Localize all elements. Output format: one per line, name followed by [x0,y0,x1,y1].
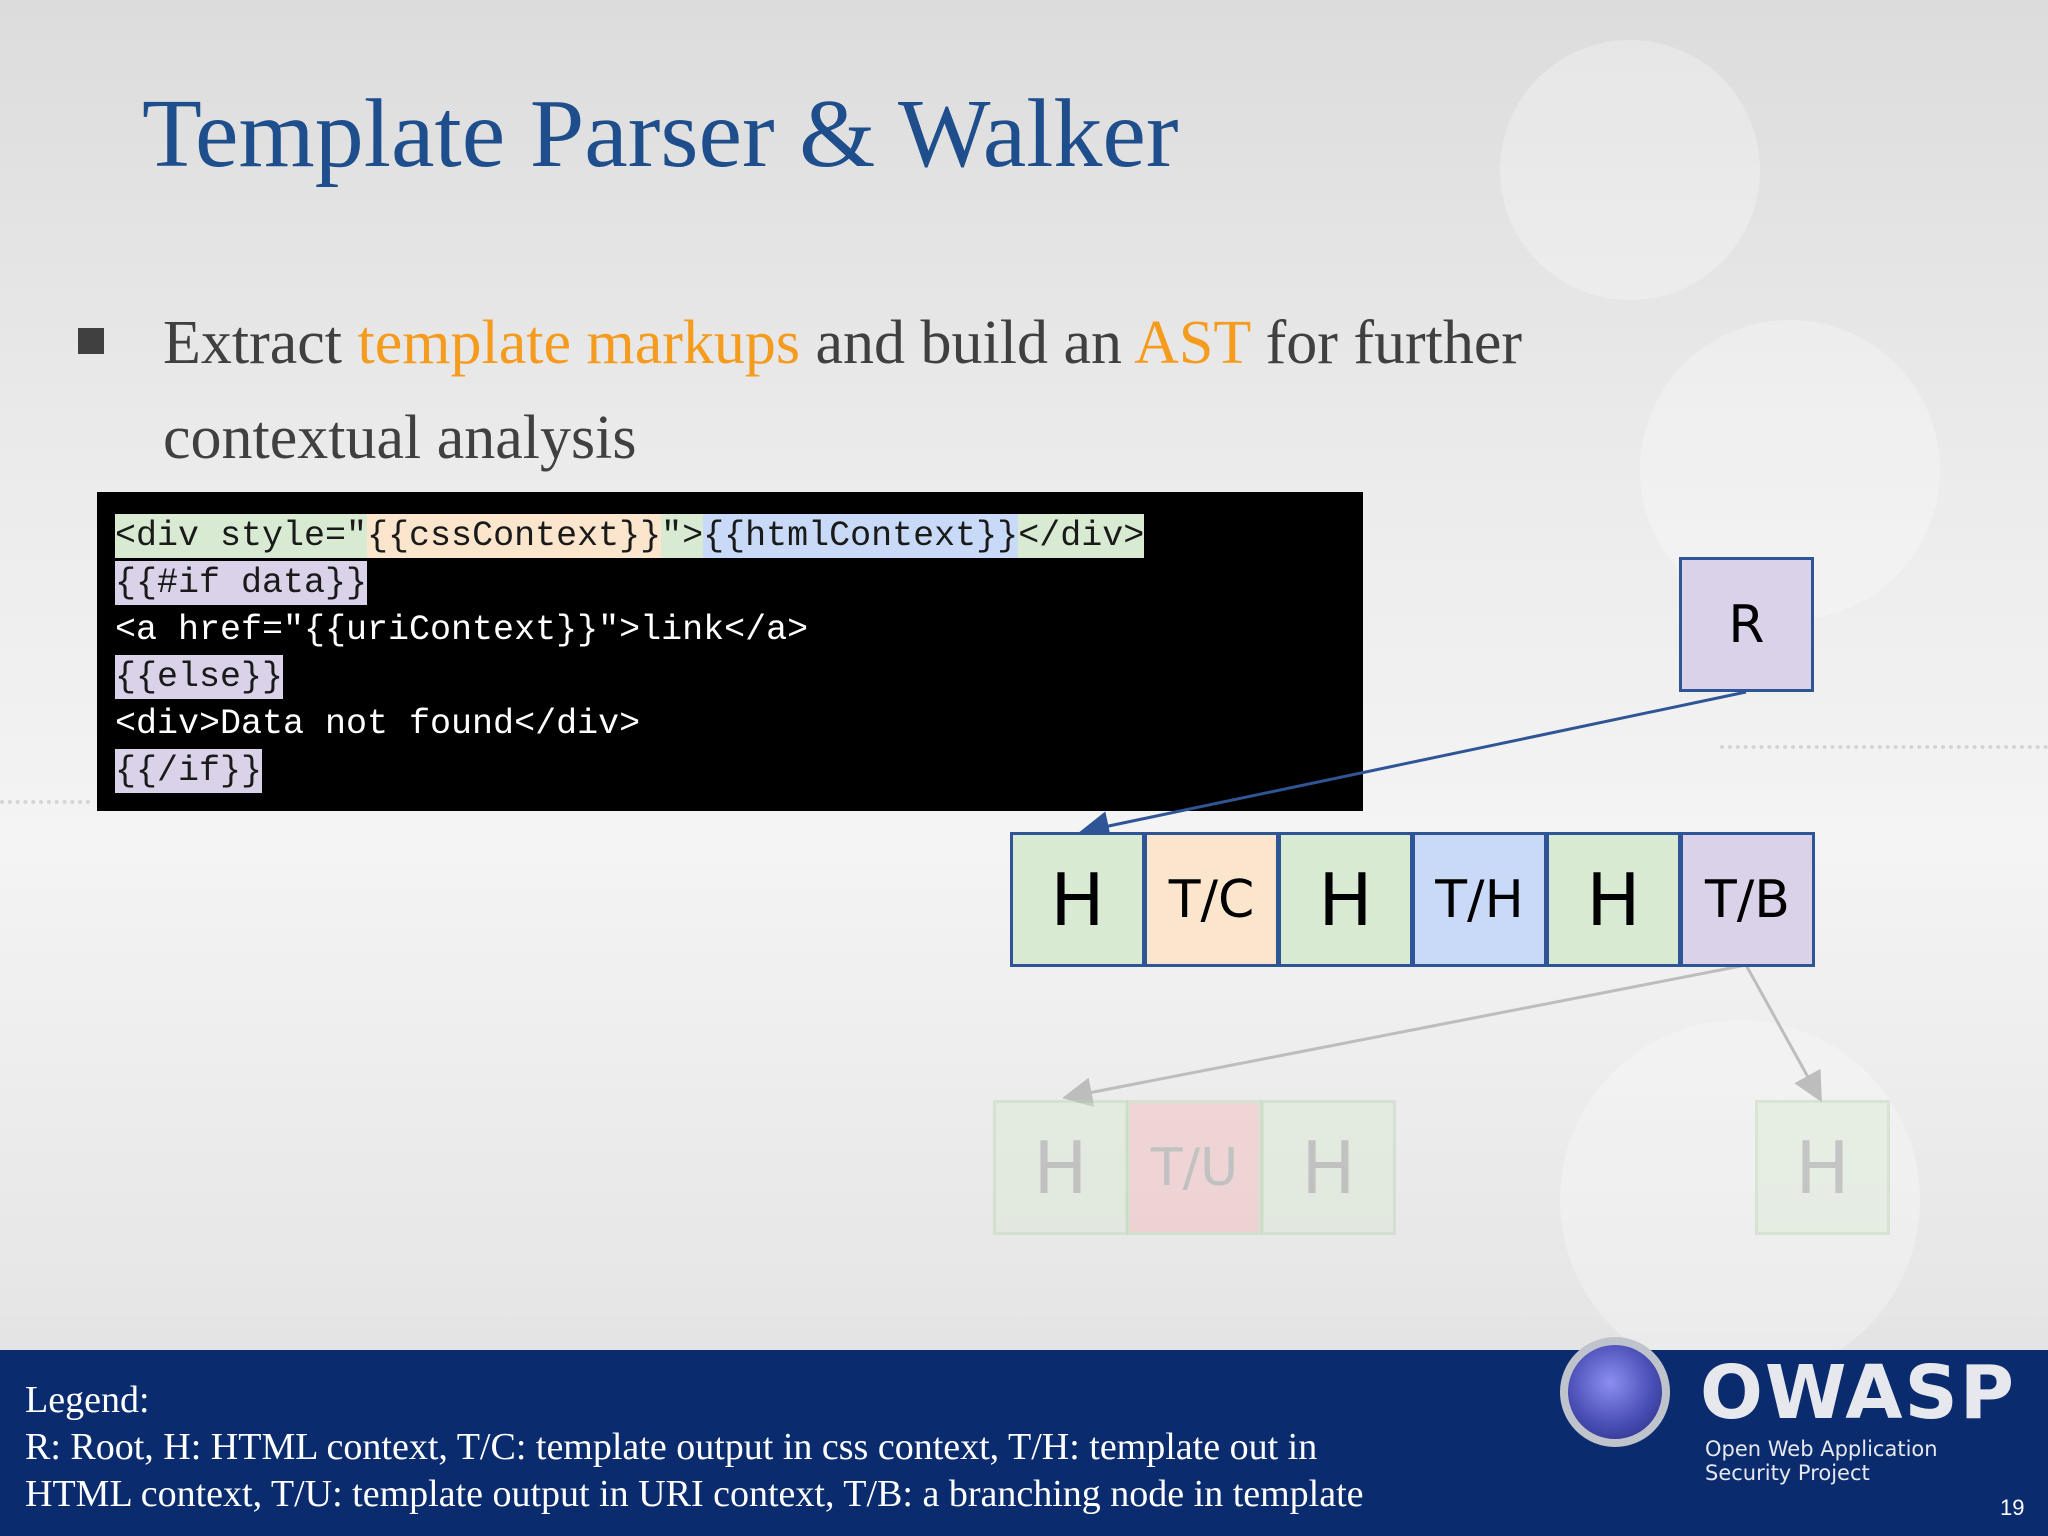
bullet-text-part: contextual analysis [163,404,637,472]
code-token-html: "> [661,514,704,558]
legend-line-1: R: Root, H: HTML context, T/C: template … [25,1426,1318,1468]
tree-node-tc: T/C [1144,832,1279,967]
tree-node-th: T/H [1412,832,1547,967]
background-circle [1500,40,1760,300]
bullet-text-part: Extract [163,309,358,377]
tree-node-tb: T/B [1680,832,1815,967]
background-circle [1560,1020,1920,1380]
code-line-5: <div>Data not found</div> [115,702,640,746]
tree-node-root: R [1679,557,1814,692]
bullet-text-part: and build an [800,309,1135,377]
tree-node-h-faded: H [993,1100,1128,1235]
bullet-square-icon [78,328,104,354]
page-number: 19 [2000,1495,2025,1520]
highlight-template-markups: template markups [357,309,800,377]
code-line-4: {{else}} [115,655,284,699]
code-line-2: {{#if data}} [115,561,368,605]
code-line-6: {{/if}} [115,749,263,793]
background-dotted-line [0,800,90,804]
legend-heading: Legend: [25,1379,150,1421]
slide-title: Template Parser & Walker [142,80,1179,188]
tree-node-h: H [1546,832,1681,967]
bullet-text: Extract template markups and build an AS… [163,296,1723,486]
code-line-3: <a href="{{uriContext}}">link</a> [115,608,808,652]
tree-node-h-faded: H [1261,1100,1396,1235]
background-dotted-line [1720,745,2048,749]
tree-node-h: H [1010,832,1145,967]
tree-node-tu-faded: T/U [1127,1100,1262,1235]
code-token-html: <div style=" [115,514,368,558]
bullet-text-part: for further [1250,309,1523,377]
code-token-branch: {{/if}} [115,749,263,793]
code-token-html: </div> [1018,514,1145,558]
code-block: <div style="{{cssContext}}">{{htmlContex… [97,492,1363,811]
code-token-branch: {{#if data}} [115,561,368,605]
owasp-logo-subtitle-1: Open Web Application [1705,1437,1938,1461]
tree-node-h: H [1278,832,1413,967]
tree-node-h-faded: H [1755,1100,1890,1235]
code-token-css-context: {{cssContext}} [367,514,662,558]
highlight-ast: AST [1134,309,1251,377]
code-line-1: <div style="{{cssContext}}">{{htmlContex… [115,514,1145,558]
owasp-logo-icon [1560,1337,1670,1447]
code-token-html-context: {{htmlContext}} [703,514,1019,558]
arrow-branch-to-left [1062,963,1747,1108]
arrow-root-to-first-h [1079,690,1747,841]
legend-footer: Legend: R: Root, H: HTML context, T/C: t… [0,1350,2048,1536]
code-token-plain: <a href="{{uriContext}}">link</a> [115,610,809,650]
owasp-logo-subtitle-2: Security Project [1705,1461,1870,1485]
legend-line-2: HTML context, T/U: template output in UR… [25,1473,1364,1515]
code-token-plain: <div>Data not found</div> [115,704,641,744]
arrow-branch-to-right [1744,964,1822,1103]
owasp-logo-word: OWASP [1700,1350,2017,1436]
code-token-branch: {{else}} [115,655,284,699]
